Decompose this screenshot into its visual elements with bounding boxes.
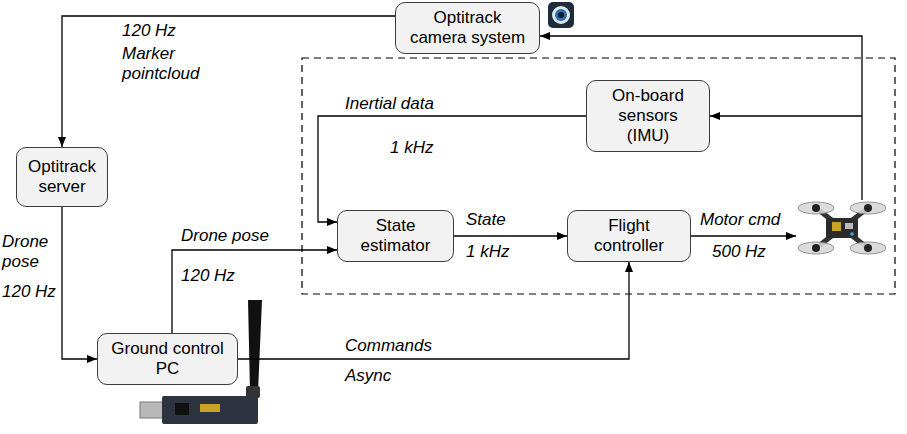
box-text-group: Optitrack camera system [396,8,539,48]
signal-name: State [466,210,506,230]
drone-to-imu-wire [710,115,862,116]
process-box: State estimator [337,210,454,262]
rate-label: 1 kHz [390,138,433,158]
rate-label: 120 Hz [2,282,56,302]
box-text-group: On-board sensors (IMU) [587,86,709,146]
process-box: Optitrack server [16,147,108,207]
rate-label: Async [345,366,391,386]
box-label: Ground control PC [106,339,229,379]
process-box: Optitrack camera system [395,2,540,54]
drone-to-camera-wire [540,36,862,200]
box-text-group: Ground control PC [98,339,237,379]
data-flow-arrow [172,250,337,333]
motor-command-wire [691,235,796,236]
rate-label: 120 Hz [181,266,235,286]
signal-name: Marker pointcloud [122,44,222,84]
camera-icon [548,2,574,28]
drone-illustration [798,202,886,254]
box-text-group: Flight controller [568,216,690,256]
rate-label: 500 Hz [712,242,766,262]
process-box: Ground control PC [97,333,238,385]
box-label: State estimator [346,216,445,256]
box-label: Optitrack camera system [404,8,531,48]
data-flow-arrow [318,116,586,222]
signal-name: Commands [345,336,432,356]
data-flow-arrow [62,207,97,359]
box-text-group: Optitrack server [17,157,107,197]
signal-name: Drone pose [181,226,269,246]
signal-name: Inertial data [345,94,434,114]
box-label: Flight controller [576,216,682,256]
process-box: On-board sensors (IMU) [586,80,710,152]
box-text-group: State estimator [338,216,453,256]
box-label: On-board sensors (IMU) [595,86,701,146]
signal-name: Drone pose [2,232,54,272]
data-flow-arrow [454,235,567,236]
rate-label: 1 kHz [466,242,509,262]
onboard-boundary [302,58,895,294]
data-flow-arrow [238,262,629,359]
rate-label: Motor cmd [700,210,780,230]
process-box: Flight controller [567,210,691,262]
data-flow-arrow [62,16,395,147]
box-label: Optitrack server [25,157,99,197]
rate-label: 120 Hz [122,21,176,41]
